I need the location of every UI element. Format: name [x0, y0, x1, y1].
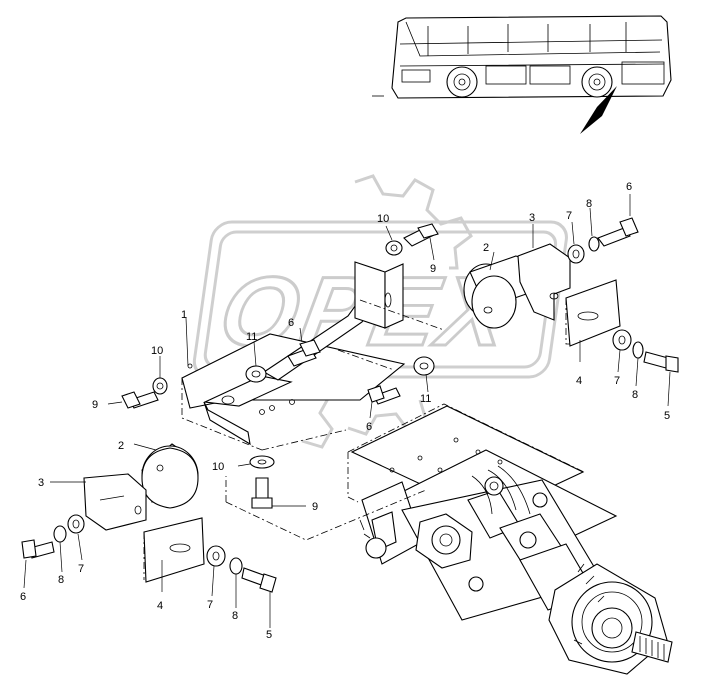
callout-6: 6	[626, 181, 632, 193]
locator-arrow-icon	[580, 86, 617, 134]
callout-9: 9	[92, 399, 98, 411]
callout-11: 11	[246, 331, 257, 343]
gearbox	[347, 403, 673, 675]
leader-lines	[23, 194, 671, 628]
washer-right-lower-8	[632, 341, 644, 359]
bolt-right-lower-5	[643, 351, 679, 373]
bolt-mid-right-6	[367, 385, 401, 405]
callout-6: 6	[20, 591, 26, 603]
callout-1: 1	[181, 309, 187, 321]
rubber-mount-upper	[463, 255, 535, 329]
washer-left-lower-7	[67, 514, 85, 534]
angle-bracket-lower	[83, 473, 147, 531]
callout-2: 2	[483, 242, 489, 254]
callout-5: 5	[266, 629, 272, 641]
bolt-center-9	[251, 477, 273, 509]
callout-2: 2	[118, 440, 124, 452]
rubber-mount-lower	[141, 443, 199, 509]
callout-6: 6	[366, 421, 372, 433]
washer-mid-11	[245, 365, 267, 383]
callout-4: 4	[576, 375, 582, 387]
callout-8: 8	[232, 610, 238, 622]
washer-left-lower-8	[53, 525, 67, 543]
callout-8: 8	[586, 198, 592, 210]
callout-3: 3	[38, 477, 44, 489]
callout-7: 7	[566, 210, 572, 222]
angle-bracket-upper	[517, 243, 571, 321]
bus-locator-illustration	[372, 15, 672, 134]
callout-5: 5	[664, 410, 670, 422]
callout-labels: 1 2 2 3 3 4 4 5 5 6 6 6 6 7 7 7 7 8 8 8 …	[20, 181, 670, 641]
washer-center-10	[249, 455, 275, 469]
callout-7: 7	[207, 599, 213, 611]
washer-top-10	[385, 240, 403, 256]
callout-8: 8	[632, 389, 638, 401]
bolt-top-9	[403, 223, 439, 247]
washer-bottom-7	[206, 545, 226, 567]
callout-10: 10	[151, 345, 163, 357]
bolt-left-9	[121, 391, 159, 409]
washer-left-10	[152, 377, 168, 395]
washer-mid-right-11	[413, 356, 435, 376]
callout-4: 4	[157, 600, 163, 612]
shim-plate-left	[143, 517, 205, 583]
bolt-left-lower-6	[21, 539, 55, 559]
callout-10: 10	[377, 213, 389, 225]
bolt-right-6	[597, 217, 639, 247]
shim-plate-right	[565, 279, 621, 347]
callout-8: 8	[58, 574, 64, 586]
washer-bottom-8	[229, 557, 243, 575]
washer-right-8	[588, 236, 600, 252]
callout-9: 9	[430, 263, 436, 275]
washer-right-7	[567, 244, 585, 264]
callout-7: 7	[78, 563, 84, 575]
callout-9: 9	[312, 501, 318, 513]
bolt-bottom-5	[241, 567, 277, 593]
washer-right-lower-7	[612, 329, 632, 351]
callout-10: 10	[212, 461, 224, 473]
callout-6: 6	[288, 317, 294, 329]
callout-3: 3	[529, 212, 535, 224]
callout-11: 11	[420, 393, 431, 405]
callout-7: 7	[614, 375, 620, 387]
bolt-mid-6	[287, 339, 321, 367]
